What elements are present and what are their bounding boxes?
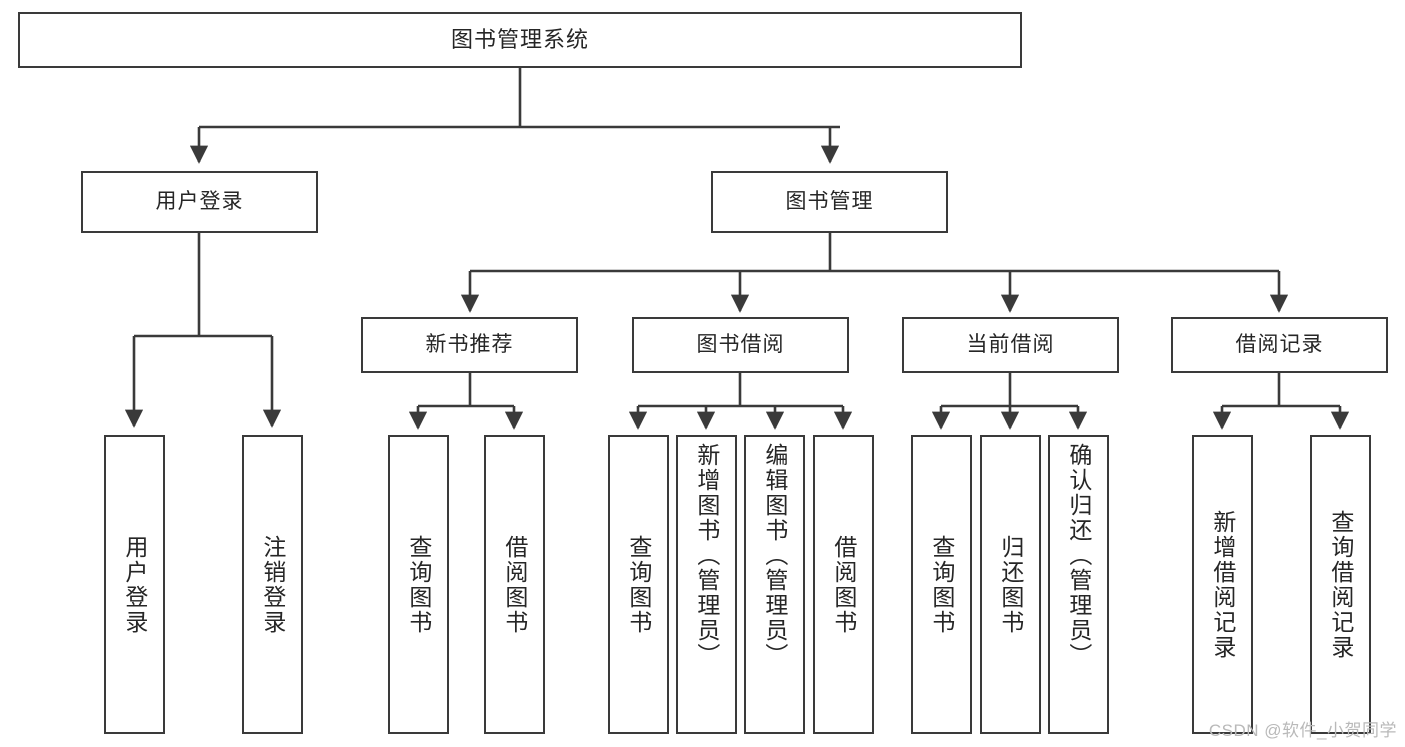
node-label: 借阅记录 xyxy=(1235,332,1324,356)
leaf-borrow-edit-book-admin[interactable]: 编辑图书（管理员） xyxy=(744,435,805,734)
node-label: 新增借阅记录 xyxy=(1209,509,1236,660)
node-label: 归还图书 xyxy=(997,534,1024,635)
leaf-borrow-add-book-admin[interactable]: 新增图书（管理员） xyxy=(676,435,737,734)
node-label: 注销登录 xyxy=(259,534,286,635)
node-label: 查询图书 xyxy=(928,534,955,635)
node-label: 图书借阅 xyxy=(696,332,785,356)
node-label: 用户登录 xyxy=(155,189,244,213)
node-label: 借阅图书 xyxy=(501,534,528,635)
node-root-system[interactable]: 图书管理系统 xyxy=(18,12,1022,68)
node-label: 当前借阅 xyxy=(966,332,1055,356)
node-current-borrow[interactable]: 当前借阅 xyxy=(902,317,1119,373)
leaf-borrow-borrow-book[interactable]: 借阅图书 xyxy=(813,435,874,734)
leaf-newbook-borrow-book[interactable]: 借阅图书 xyxy=(484,435,545,734)
node-new-book-recommend[interactable]: 新书推荐 xyxy=(361,317,578,373)
leaf-records-add-record[interactable]: 新增借阅记录 xyxy=(1192,435,1253,734)
leaf-user-login-login[interactable]: 用户登录 xyxy=(104,435,165,734)
node-label: 查询图书 xyxy=(405,534,432,635)
node-label: 查询图书 xyxy=(625,534,652,635)
node-label: 查询借阅记录 xyxy=(1327,509,1354,660)
node-label: 确认归还（管理员） xyxy=(1065,443,1092,668)
leaf-current-return-book[interactable]: 归还图书 xyxy=(980,435,1041,734)
node-label: 编辑图书（管理员） xyxy=(761,443,788,668)
node-label: 图书管理 xyxy=(785,189,874,213)
leaf-newbook-query-book[interactable]: 查询图书 xyxy=(388,435,449,734)
node-book-borrow[interactable]: 图书借阅 xyxy=(632,317,849,373)
node-borrow-records[interactable]: 借阅记录 xyxy=(1171,317,1388,373)
node-label: 新书推荐 xyxy=(425,332,514,356)
leaf-current-query-book[interactable]: 查询图书 xyxy=(911,435,972,734)
node-label: 新增图书（管理员） xyxy=(693,443,720,668)
node-user-login[interactable]: 用户登录 xyxy=(81,171,318,233)
node-book-management[interactable]: 图书管理 xyxy=(711,171,948,233)
watermark-text: CSDN @软件_小贺同学 xyxy=(1208,721,1397,740)
leaf-current-confirm-return-admin[interactable]: 确认归还（管理员） xyxy=(1048,435,1109,734)
node-label: 图书管理系统 xyxy=(450,27,589,53)
leaf-borrow-query-book[interactable]: 查询图书 xyxy=(608,435,669,734)
node-label: 借阅图书 xyxy=(830,534,857,635)
node-label: 用户登录 xyxy=(121,534,148,635)
leaf-user-login-logout[interactable]: 注销登录 xyxy=(242,435,303,734)
leaf-records-query-record[interactable]: 查询借阅记录 xyxy=(1310,435,1371,734)
